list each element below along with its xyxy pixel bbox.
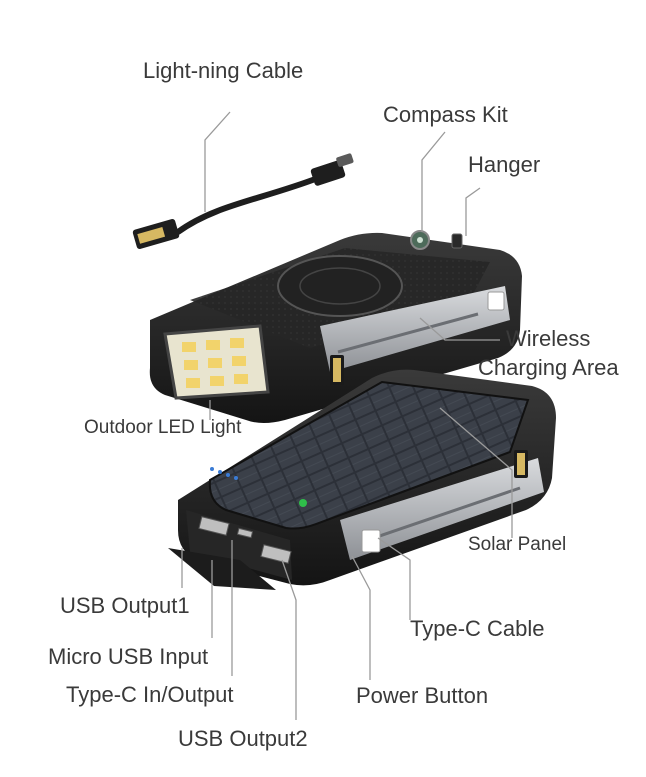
label-micro-usb-input: Micro USB Input <box>48 644 209 669</box>
label-compass-kit: Compass Kit <box>383 102 508 127</box>
label-type-c-cable: Type-C Cable <box>410 616 545 641</box>
leader-lines <box>181 111 513 720</box>
compass-icon <box>410 230 430 250</box>
power-bank-front <box>168 369 556 590</box>
label-outdoor-led: Outdoor LED Light <box>84 417 242 438</box>
label-wireless-line1: Wireless <box>506 326 591 351</box>
label-solar-panel: Solar Panel <box>468 534 567 555</box>
label-usb-output1: USB Output1 <box>60 593 190 618</box>
usb-port-icon <box>198 516 292 564</box>
wireless-pad-icon <box>277 255 403 317</box>
lightning-cable-icon <box>132 153 354 249</box>
solar-cell-icon <box>208 380 530 530</box>
label-lightning-cable: Light-ning Cable <box>143 58 304 83</box>
power-button-icon <box>299 499 307 507</box>
label-usb-output2: USB Output2 <box>178 726 308 751</box>
hanger-icon <box>451 233 463 249</box>
label-wireless-line2: Charging Area <box>478 355 619 380</box>
label-hanger: Hanger <box>468 152 541 177</box>
label-power-button: Power Button <box>356 683 489 708</box>
power-bank-back <box>149 230 522 423</box>
led-light-icon <box>163 324 270 400</box>
label-type-c-inout: Type-C In/Output <box>66 682 234 707</box>
